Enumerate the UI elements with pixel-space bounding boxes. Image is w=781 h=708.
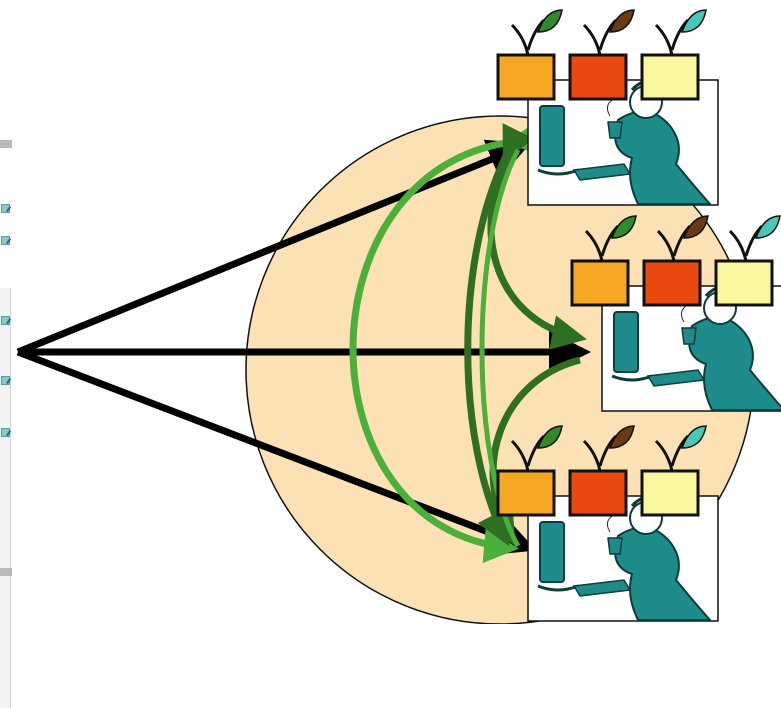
panel-body — [0, 288, 11, 708]
arc-top-bottom-inner — [464, 123, 535, 547]
checkbox-icon[interactable] — [1, 316, 10, 325]
node-top — [496, 8, 720, 207]
left-panel-fragment — [0, 140, 12, 708]
checkbox-icon[interactable] — [1, 428, 10, 437]
panel-footer-bar — [0, 568, 12, 576]
panel-header-bar — [0, 140, 12, 148]
network-diagram — [16, 8, 781, 624]
arrow-to-top — [16, 139, 531, 356]
checkbox-icon[interactable] — [1, 236, 10, 245]
checkbox-icon[interactable] — [1, 204, 10, 213]
checkbox-icon[interactable] — [1, 376, 10, 385]
arrow-to-bottom — [16, 348, 537, 556]
arc-top-bottom — [349, 120, 543, 564]
